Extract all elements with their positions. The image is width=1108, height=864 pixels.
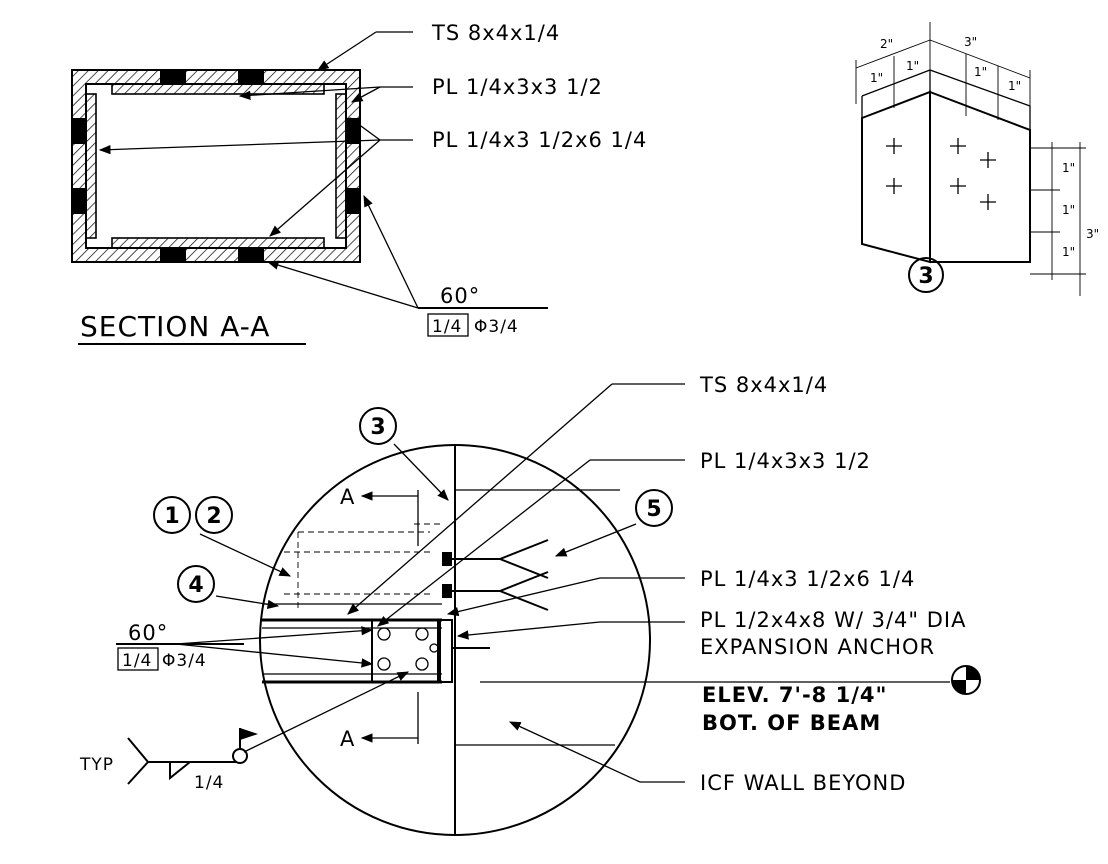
tube-steel-section	[71, 69, 361, 263]
elevation-text-2: BOT. OF BEAM	[702, 711, 881, 735]
angle-dim-1c: 1"	[974, 65, 987, 79]
tag-4-text: 4	[188, 573, 203, 598]
angle-dim-v1: 1"	[1062, 161, 1075, 175]
section-callout-pl-small: PL 1/4x3x3 1/2	[432, 75, 603, 99]
callout-base-plate-1: PL 1/2x4x8 W/ 3/4" DIA	[700, 608, 966, 632]
angle-dim-v2: 1"	[1062, 203, 1075, 217]
section-callout-ts: TS 8x4x1/4	[431, 21, 560, 45]
right-plate-section	[335, 93, 347, 239]
tag-4-bubble	[177, 565, 215, 603]
tag-3-bubble	[359, 407, 397, 445]
tag-3-text: 3	[370, 415, 385, 440]
callout-pl-small: PL 1/4x3x3 1/2	[700, 449, 871, 473]
bolt-holes	[377, 627, 439, 671]
tag-5-text: 5	[646, 497, 661, 522]
connection-plate	[371, 619, 439, 683]
angle-detail-tag-text: 3	[918, 264, 933, 289]
hidden-lines	[284, 523, 440, 612]
tag-1-bubble	[153, 496, 191, 534]
plan-weld-dim: Φ3/4	[162, 651, 207, 671]
tag-1-text: 1	[164, 504, 179, 529]
elevation-text-1: ELEV. 7'-8 1/4"	[702, 683, 887, 707]
expansion-anchors	[442, 539, 549, 611]
callout-wall: ICF WALL BEYOND	[700, 771, 906, 795]
tube-beam	[262, 603, 442, 684]
angle-detail-3: 2" 3" 1" 1" 1" 1" 1" 1" 1" 3" 3	[855, 22, 1099, 296]
fillet-typ: TYP	[79, 755, 114, 775]
angle-detail-tag	[908, 257, 944, 293]
section-mark-a-top: A	[340, 485, 355, 509]
section-a-a: TS 8x4x1/4 PL 1/4x3x3 1/2 PL 1/4x3 1/2x6…	[71, 21, 647, 345]
section-callout-pl-large: PL 1/4x3 1/2x6 1/4	[432, 128, 647, 152]
angle-left-leg	[861, 90, 931, 264]
angle-dim-1d: 1"	[1008, 79, 1021, 93]
bolt-marks	[886, 138, 996, 210]
left-plate-section	[85, 93, 97, 239]
fillet-size: 1/4	[194, 773, 224, 793]
plan-weld-size: 1/4	[122, 651, 152, 671]
base-plate	[439, 619, 453, 683]
angle-dim-1a: 1"	[870, 71, 883, 85]
section-weld-angle: 60°	[440, 284, 480, 308]
section-weld-size: 1/4	[432, 317, 462, 337]
angle-dim-2: 2"	[880, 37, 893, 51]
angle-dim-1b: 1"	[906, 59, 919, 73]
callout-ts: TS 8x4x1/4	[699, 373, 828, 397]
section-weld-dim: Φ3/4	[474, 317, 519, 337]
angle-right-leg	[929, 90, 1031, 263]
plan-weld-angle: 60°	[128, 621, 168, 645]
angle-dim-v3: 1"	[1062, 245, 1075, 259]
section-title: SECTION A-A	[80, 310, 270, 343]
top-plate-section	[111, 83, 325, 95]
callout-base-plate-2: EXPANSION ANCHOR	[700, 635, 935, 659]
tag-2-bubble	[195, 496, 233, 534]
tag-2-text: 2	[206, 504, 221, 529]
connection-detail: 3 1 2 4 5 A A TS 8x4x1/4 PL 1/4x3x3 1/2 …	[79, 373, 981, 836]
bottom-plate-section	[111, 237, 325, 249]
tag-5-bubble	[635, 489, 673, 527]
angle-dim-3: 3"	[964, 35, 977, 49]
plug-welds	[72, 70, 360, 262]
callout-pl-large: PL 1/4x3 1/2x6 1/4	[700, 567, 915, 591]
detail-boundary-circle	[259, 444, 651, 836]
section-mark-a-bottom: A	[340, 727, 355, 751]
angle-dim-3v: 3"	[1086, 227, 1099, 241]
